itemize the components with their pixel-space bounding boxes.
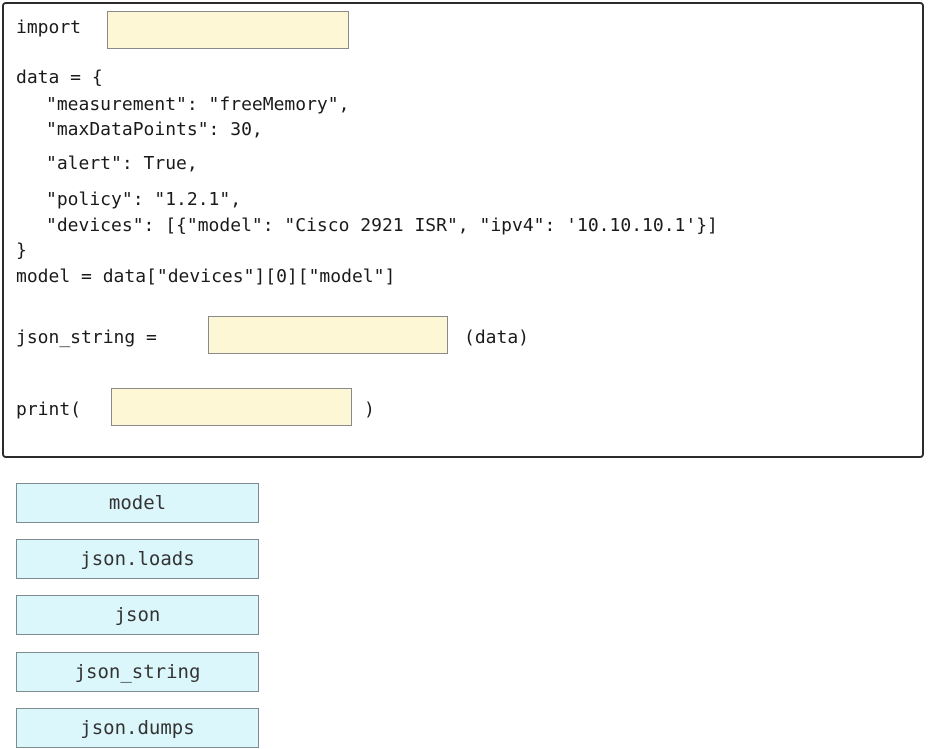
json-string-drop-zone[interactable] bbox=[208, 316, 448, 354]
max-data-points-line: "maxDataPoints": 30, bbox=[46, 119, 263, 140]
data-open-line: data = { bbox=[16, 67, 103, 88]
option-model[interactable]: model bbox=[16, 483, 259, 523]
print-close: ) bbox=[364, 399, 375, 420]
print-open: print( bbox=[16, 399, 82, 420]
option-json-loads[interactable]: json.loads bbox=[16, 539, 259, 579]
alert-line: "alert": True, bbox=[46, 153, 198, 174]
code-panel: import data = { "measurement": "freeMemo… bbox=[2, 2, 924, 458]
devices-line: "devices": [{"model": "Cisco 2921 ISR", … bbox=[46, 215, 718, 236]
import-drop-zone[interactable] bbox=[107, 11, 349, 49]
option-json-dumps[interactable]: json.dumps bbox=[16, 708, 259, 748]
json-string-assign: json_string = bbox=[16, 327, 157, 348]
option-json[interactable]: json bbox=[16, 595, 259, 635]
import-keyword: import bbox=[16, 17, 82, 38]
print-drop-zone[interactable] bbox=[111, 388, 352, 426]
model-assign-line: model = data["devices"][0]["model"] bbox=[16, 266, 396, 287]
measurement-line: "measurement": "freeMemory", bbox=[46, 94, 350, 115]
data-close-line: } bbox=[16, 240, 27, 261]
option-json-string[interactable]: json_string bbox=[16, 652, 259, 692]
policy-line: "policy": "1.2.1", bbox=[46, 189, 242, 210]
json-string-args: (data) bbox=[464, 327, 530, 348]
